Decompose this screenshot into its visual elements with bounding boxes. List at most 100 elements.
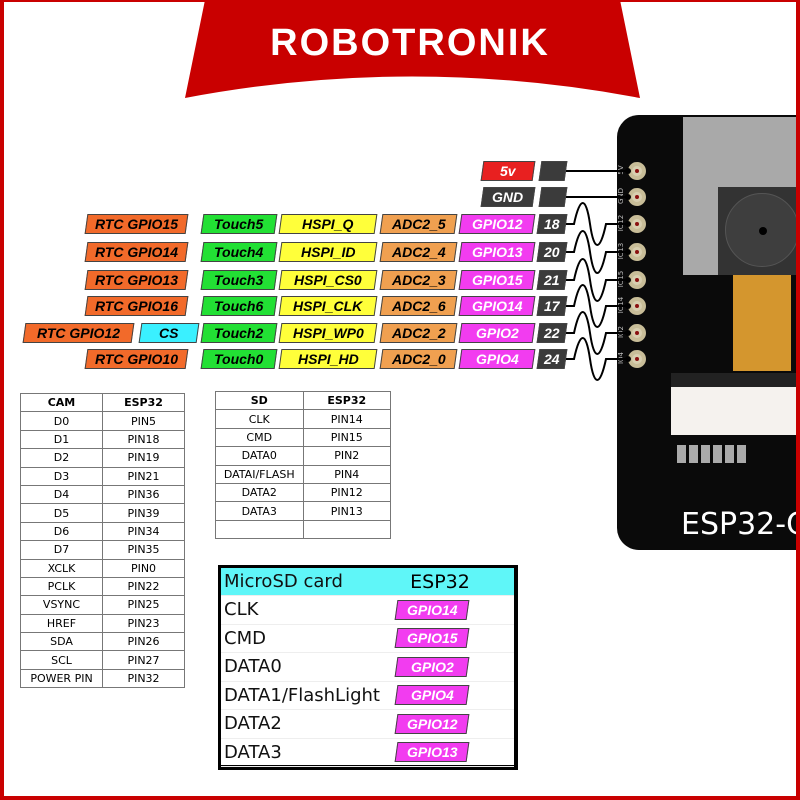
hspi-label: HSPI_Q <box>278 214 378 234</box>
gpio-badge: GPIO13 <box>394 742 470 763</box>
pin-number-box <box>538 187 568 207</box>
gpio-label-text: GPIO13 <box>471 244 523 260</box>
pin-number-text: 24 <box>544 351 560 367</box>
gpio-label: GPIO12 <box>458 214 536 234</box>
table-cell: D1 <box>20 429 103 450</box>
pin-number-box <box>538 161 568 181</box>
table-cell: PIN36 <box>102 484 185 505</box>
hspi-label: HSPI_HD <box>278 349 378 369</box>
rtc-label: RTC GPIO14 <box>84 242 189 262</box>
hspi-label-text: HSPI_CLK <box>293 298 363 314</box>
table-cell: D5 <box>20 503 103 523</box>
gpio-badge-text: GPIO14 <box>406 601 458 618</box>
touch-label: Touch4 <box>200 242 278 262</box>
table-cell: D4 <box>20 484 103 505</box>
adc-label: ADC2_2 <box>379 323 458 343</box>
gpio-badge: GPIO12 <box>394 713 470 734</box>
touch-label: Touch6 <box>200 296 278 316</box>
table-cell <box>302 519 391 540</box>
table-row <box>215 519 391 540</box>
table-cell: PIN25 <box>102 595 185 615</box>
gpio-badge-text: GPIO12 <box>406 715 458 732</box>
gpio-label: GPIO13 <box>458 242 536 262</box>
pin-number-text: 22 <box>544 325 560 341</box>
pin-number: 21 <box>536 270 568 290</box>
rtc-label-text: RTC GPIO14 <box>95 244 178 260</box>
adc-label: ADC2_0 <box>379 349 458 369</box>
gpio-label: GPIO14 <box>458 296 536 316</box>
table-cell: D2 <box>20 448 103 468</box>
pin-number: 18 <box>536 214 568 234</box>
rtc-label-text: RTC GPIO10 <box>95 351 178 367</box>
adc-label-text: ADC2_0 <box>391 351 446 367</box>
rtc-label-text: RTC GPIO15 <box>95 216 178 232</box>
pin-number-text: 18 <box>544 216 560 232</box>
gpio-badge: GPIO15 <box>394 628 470 649</box>
hspi-label-text: HSPI_CS0 <box>294 272 362 288</box>
gpio-label-text: GPIO12 <box>471 216 523 232</box>
adc-label-text: ADC2_3 <box>391 272 446 288</box>
table-cell: CLK <box>215 409 304 429</box>
table-cell: PIN5 <box>102 411 185 431</box>
table-cell: HREF <box>20 613 103 634</box>
adc-label: ADC2_4 <box>379 242 458 262</box>
table-cell: PIN2 <box>302 446 391 466</box>
table-cell: DATA3 <box>215 501 304 521</box>
table-cell: D7 <box>20 540 103 560</box>
adc-label-text: ADC2_6 <box>391 298 446 314</box>
table-cell: PIN34 <box>102 521 185 542</box>
table-cell: PIN4 <box>302 464 391 484</box>
gpio-badge-text: GPIO4 <box>410 687 454 704</box>
cs-label: CS <box>138 323 200 343</box>
rtc-label: RTC GPIO10 <box>84 349 189 369</box>
table-row: DATA3 GPIO13 <box>221 739 514 767</box>
power-label-text: GND <box>492 189 524 205</box>
power-label: 5v <box>480 161 536 181</box>
hspi-label-text: HSPI_WP0 <box>292 325 364 341</box>
brand-logo: ROBOTRONIK <box>270 22 550 64</box>
adc-label-text: ADC2_2 <box>391 325 446 341</box>
pin-number: 22 <box>536 323 568 343</box>
header-cell: MicroSD card <box>224 571 343 592</box>
gpio-label: GPIO15 <box>458 270 536 290</box>
table-cell: PIN35 <box>102 540 185 560</box>
sd-signal: DATA0 <box>224 656 282 678</box>
touch-label: Touch2 <box>200 323 278 343</box>
gpio-label-text: GPIO2 <box>475 325 519 341</box>
sd-signal: DATA2 <box>224 713 282 735</box>
table-cell: PCLK <box>20 576 103 597</box>
touch-label-text: Touch3 <box>214 272 264 288</box>
pin-number: 17 <box>536 296 568 316</box>
touch-label-text: Touch0 <box>214 351 264 367</box>
hspi-label-text: HSPI_HD <box>297 351 359 367</box>
pin-number-text: 21 <box>544 272 560 288</box>
pin-number: 24 <box>536 349 568 369</box>
sd-signal: DATA3 <box>224 741 282 763</box>
hspi-label: HSPI_WP0 <box>278 323 378 343</box>
header-cell: SD <box>215 390 304 411</box>
touch-label: Touch5 <box>200 214 278 234</box>
rtc-label: RTC GPIO15 <box>84 214 189 234</box>
table-cell: PIN26 <box>102 632 185 652</box>
table-cell: VSYNC <box>20 595 103 615</box>
table-cell: PIN12 <box>302 482 391 503</box>
table-cell: PIN13 <box>302 501 391 521</box>
gpio-label: GPIO4 <box>458 349 536 369</box>
header-cell: CAM <box>20 392 103 413</box>
rtc-label: RTC GPIO13 <box>84 270 189 290</box>
gpio-label-text: GPIO4 <box>475 351 519 367</box>
